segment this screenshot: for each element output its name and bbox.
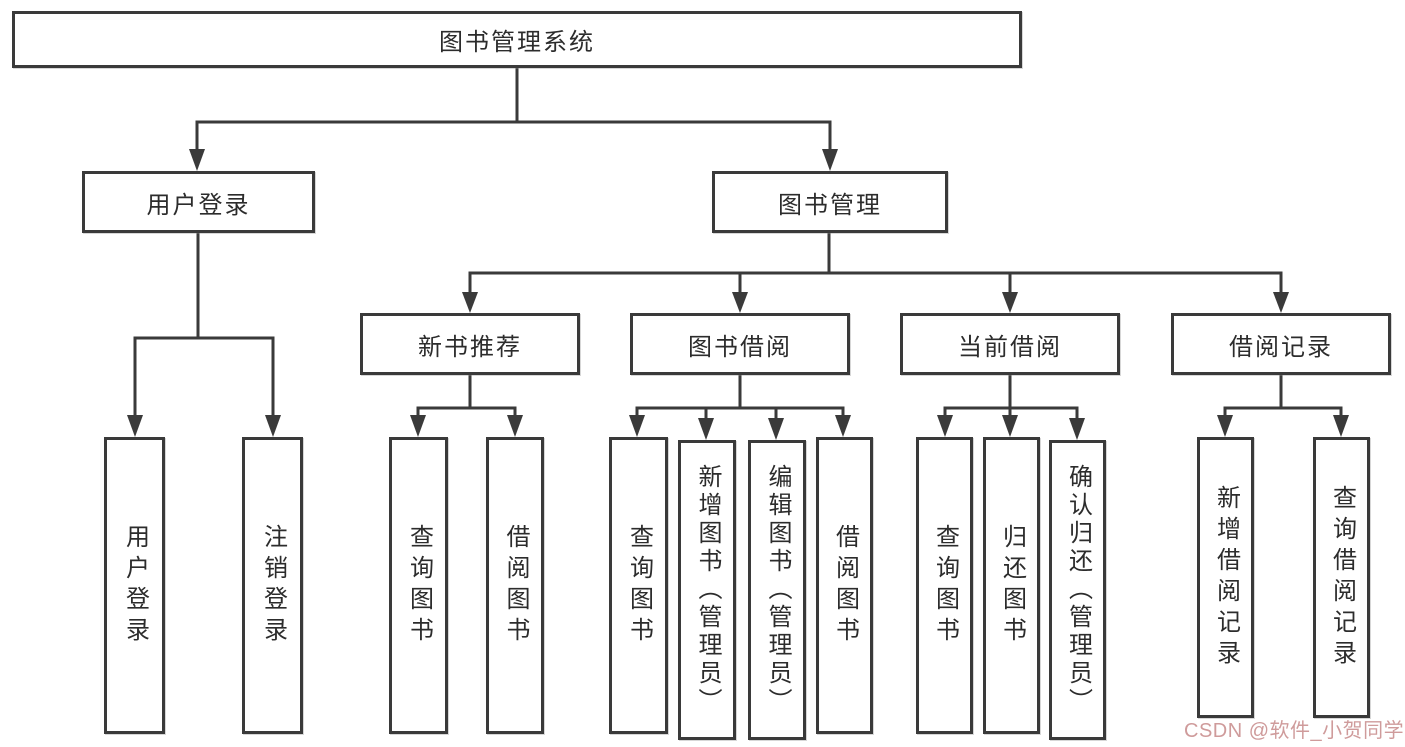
leaf-confirm-return-admin: 确认归还（管理员） [1049, 440, 1106, 740]
leaf-query-book-current: 查询图书 [916, 437, 973, 734]
leaf-add-book-admin: 新增图书（管理员） [678, 440, 736, 740]
node-book-borrow: 图书借阅 [630, 313, 850, 375]
leaf-query-book-borrow: 查询图书 [609, 437, 668, 734]
leaf-borrow-book-recommend: 借阅图书 [486, 437, 544, 734]
leaf-logout-login: 注销登录 [242, 437, 303, 734]
leaf-query-borrow-record: 查询借阅记录 [1313, 437, 1370, 718]
watermark: CSDN @软件_小贺同学 [1184, 720, 1405, 742]
node-book-management: 图书管理 [712, 171, 948, 233]
leaf-user-login: 用户登录 [104, 437, 165, 734]
leaf-add-borrow-record: 新增借阅记录 [1197, 437, 1254, 718]
node-current-borrow: 当前借阅 [900, 313, 1120, 375]
leaf-borrow-book: 借阅图书 [816, 437, 873, 734]
leaf-edit-book-admin: 编辑图书（管理员） [748, 440, 806, 740]
leaf-query-book-recommend: 查询图书 [389, 437, 448, 734]
node-borrow-records: 借阅记录 [1171, 313, 1391, 375]
node-root: 图书管理系统 [12, 11, 1022, 68]
node-new-book-recommend: 新书推荐 [360, 313, 580, 375]
leaf-return-book: 归还图书 [983, 437, 1040, 734]
node-user-login: 用户登录 [82, 171, 315, 233]
